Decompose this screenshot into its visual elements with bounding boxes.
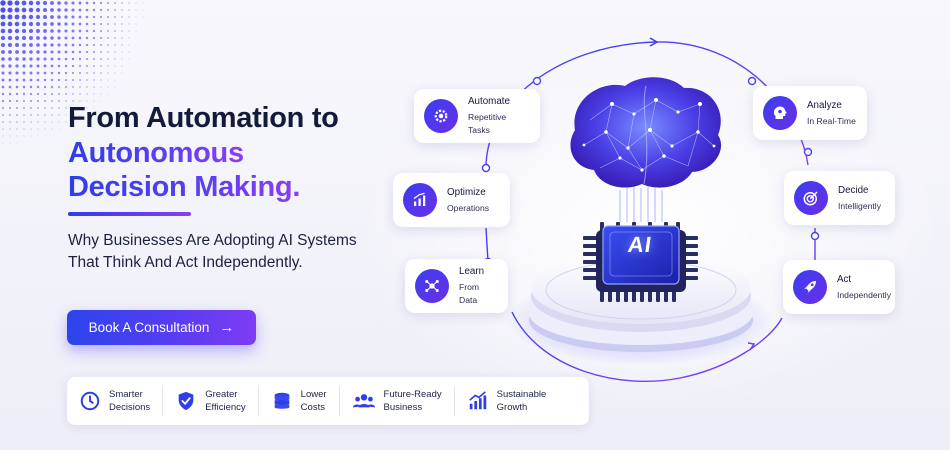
step-title: Decide <box>838 184 869 196</box>
cta-label: Book A Consultation <box>88 320 210 335</box>
benefit-title: Sustainable <box>496 389 547 400</box>
network-icon <box>415 269 449 303</box>
step-title: Act <box>837 273 852 285</box>
headline-line-2: Autonomous <box>68 137 244 169</box>
benefit-title: Smarter <box>109 389 143 400</box>
growth-chart-icon <box>468 391 486 410</box>
halftone-dots-decoration <box>0 0 144 144</box>
brain-head-icon <box>763 96 797 130</box>
benefit-sub: Efficiency <box>205 402 246 413</box>
step-title: Analyze <box>807 99 842 111</box>
step-sub: Operations <box>447 202 490 213</box>
step-title: Learn <box>459 266 485 277</box>
headline-line-3: Decision Making. <box>68 171 301 203</box>
step-sub: Independently <box>837 289 891 300</box>
gear-icon <box>424 99 458 133</box>
step-card-analyze: Analyze In Real-Time <box>753 86 867 140</box>
book-consultation-button[interactable]: Book A Consultation → <box>67 310 256 345</box>
subtitle: Why Businesses Are Adopting AI Systems T… <box>68 232 357 271</box>
arrow-right-icon: → <box>219 319 235 336</box>
coins-icon <box>274 392 290 409</box>
rocket-icon <box>793 270 827 304</box>
benefit-title: Lower <box>300 389 327 400</box>
step-sub: In Real-Time <box>807 115 856 126</box>
benefit-sub: Costs <box>300 402 325 413</box>
team-icon <box>352 394 375 408</box>
clock-check-icon <box>80 391 100 411</box>
headline-line-1: From Automation to <box>68 102 339 134</box>
benefit-title: Future-Ready <box>383 389 442 400</box>
benefit-title: Greater <box>205 389 238 400</box>
benefit-sub: Decisions <box>109 402 151 413</box>
target-icon <box>794 181 828 215</box>
step-sub: From Data <box>459 282 480 305</box>
headline: From Automation to Autonomous Decision M… <box>68 100 339 204</box>
headline-underline <box>68 212 191 216</box>
chip-ai-label: AI <box>626 232 654 257</box>
step-title: Automate <box>468 96 510 107</box>
step-sub: Repetitive Tasks <box>468 112 507 135</box>
benefit-sub: Business <box>383 402 423 413</box>
step-title: Optimize <box>447 186 486 198</box>
step-sub: Intelligently <box>838 200 881 211</box>
bar-chart-icon <box>403 183 437 217</box>
shield-check-icon <box>178 391 194 411</box>
benefit-sub: Growth <box>496 402 528 413</box>
